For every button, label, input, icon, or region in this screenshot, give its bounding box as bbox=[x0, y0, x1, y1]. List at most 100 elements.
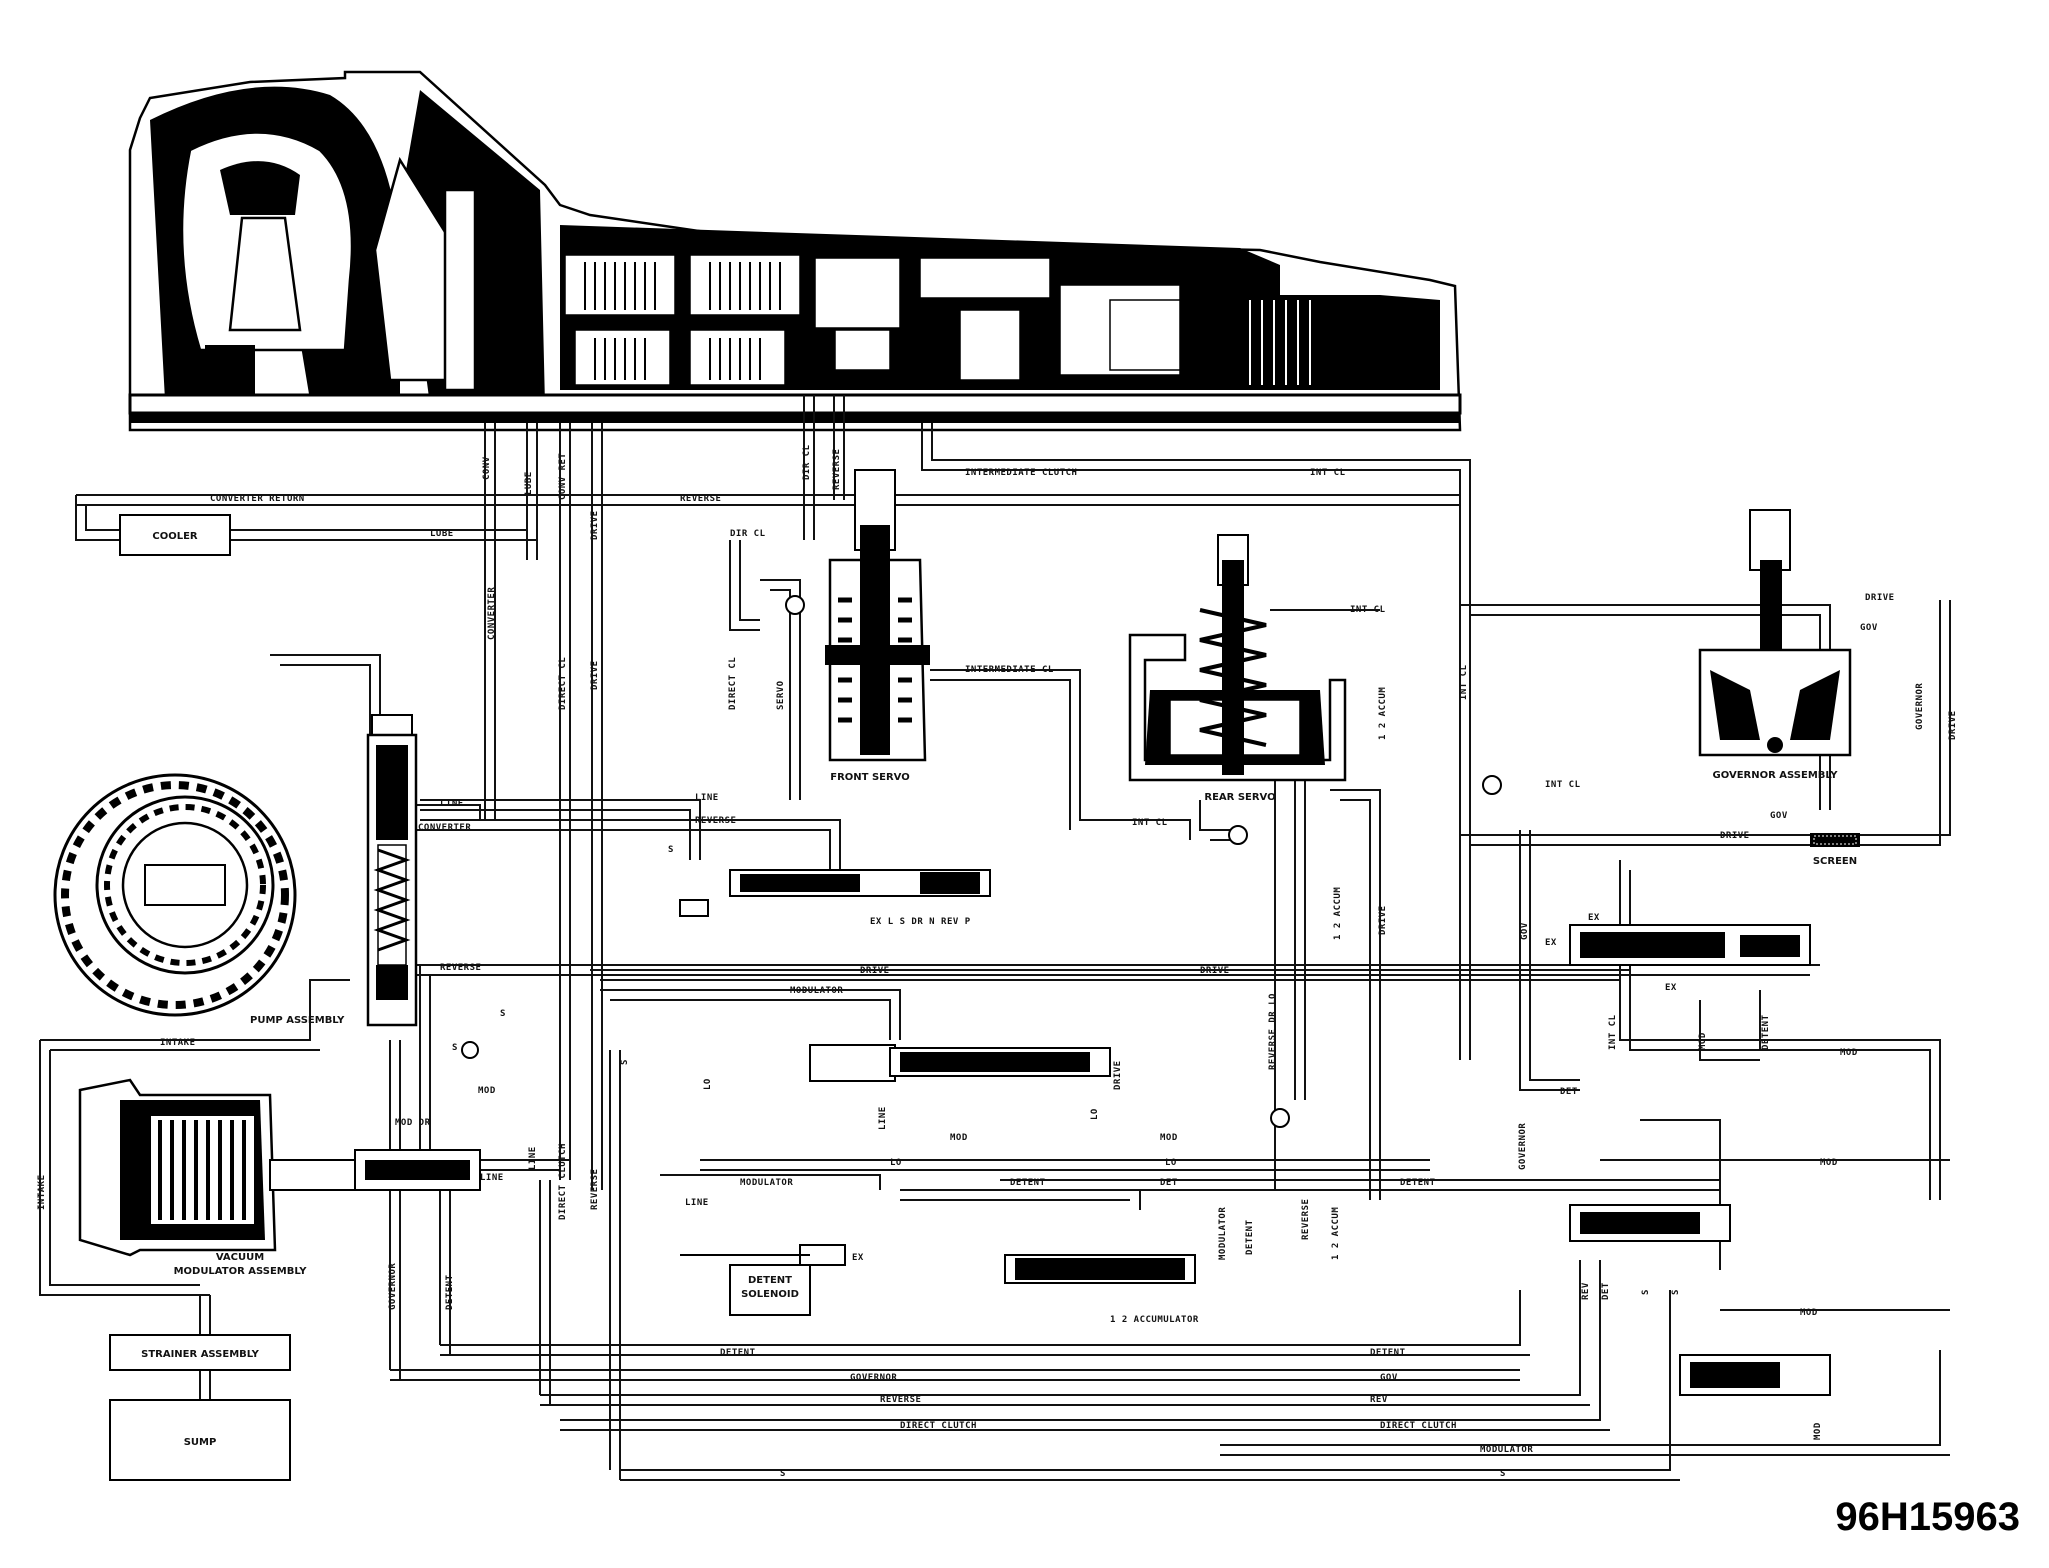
label-s-3: S bbox=[668, 845, 674, 855]
rear-servo-label: REAR SERVO bbox=[1204, 792, 1275, 803]
label-direct-clutch-bus-right: DIRECT CLUTCH bbox=[1380, 1421, 1457, 1431]
label-reverse-top: REVERSE bbox=[680, 494, 721, 504]
label-lube: LUBE bbox=[430, 529, 454, 539]
sump-label: SUMP bbox=[184, 1437, 217, 1448]
label-lo-center: LO bbox=[890, 1158, 902, 1168]
label-ex-right: EX bbox=[1545, 938, 1557, 948]
label-direct-cl-v1: DIRECT CL bbox=[558, 657, 568, 710]
strainer-assembly: STRAINER ASSEMBLY bbox=[109, 1334, 291, 1371]
label-mod-v2: MOD bbox=[1813, 1422, 1823, 1440]
label-detent-right: DETENT bbox=[1400, 1178, 1436, 1188]
line-labels: CONVERTER RETURN LUBE REVERSE INTERMEDIA… bbox=[160, 468, 1895, 1479]
label-reverse-v3: REVERSE bbox=[1301, 1199, 1311, 1240]
center-valve-2 bbox=[1004, 1254, 1196, 1284]
label-rev-v: REV bbox=[1581, 1282, 1591, 1300]
label-drive-v-right: DRIVE bbox=[1948, 710, 1958, 740]
label-drive-v3: DRIVE bbox=[1378, 905, 1388, 935]
label-mod-center2: MOD bbox=[1160, 1133, 1178, 1143]
label-conv: CONV bbox=[482, 456, 492, 480]
manual-valve-positions: EX L S DR N REV P bbox=[870, 917, 971, 927]
transmission-cross-section bbox=[128, 70, 1462, 432]
check-balls bbox=[461, 595, 1502, 1128]
label-mod-right-top: MOD bbox=[1840, 1048, 1858, 1058]
front-servo: FRONT SERVO bbox=[825, 469, 930, 783]
label-line-mid: LINE bbox=[695, 793, 719, 803]
label-converter-return: CONVERTER RETURN bbox=[210, 494, 305, 504]
label-det-right: DET bbox=[1560, 1087, 1578, 1097]
detent-solenoid-label-2: SOLENOID bbox=[741, 1289, 799, 1300]
screen: SCREEN bbox=[1810, 833, 1860, 867]
label-gov-right: GOV bbox=[1770, 811, 1788, 821]
manual-valve: EX L S DR N REV P bbox=[679, 869, 991, 927]
label-mod-v1: MOD bbox=[1698, 1032, 1708, 1050]
label-converter-pump: CONVERTER bbox=[418, 823, 471, 833]
vertical-line-labels: CONV LUBE CONV RET DRIVE DIR CL REVERSE … bbox=[37, 444, 1958, 1440]
label-int-cl-top: INT CL bbox=[1310, 468, 1346, 478]
label-s-2: S bbox=[452, 1043, 458, 1053]
label-servo-v: SERVO bbox=[776, 680, 786, 710]
label-det-v: DET bbox=[1601, 1282, 1611, 1300]
label-modulator-bus: MODULATOR bbox=[1480, 1445, 1533, 1455]
cooler: COOLER bbox=[119, 514, 231, 556]
rear-servo: REAR SERVO bbox=[1128, 534, 1347, 803]
label-gov-bus: GOV bbox=[1380, 1373, 1398, 1383]
label-gov: GOV bbox=[1860, 623, 1878, 633]
label-ex-right2: EX bbox=[1665, 983, 1677, 993]
label-accumulator-12: 1 2 ACCUMULATOR bbox=[1110, 1315, 1199, 1325]
label-governor-bus: GOVERNOR bbox=[850, 1373, 897, 1383]
label-s-v2: S bbox=[1641, 1289, 1651, 1295]
label-det-lower: DET bbox=[1160, 1178, 1178, 1188]
label-direct-clutch-bus: DIRECT CLUTCH bbox=[900, 1421, 977, 1431]
label-gov-v: GOV bbox=[1520, 922, 1530, 940]
detent-solenoid-ex: EX bbox=[852, 1253, 864, 1263]
label-reverse-pump: REVERSE bbox=[440, 963, 481, 973]
label-intermediate-cl: INTERMEDIATE CL bbox=[965, 665, 1054, 675]
label-detent-bus-right: DETENT bbox=[1370, 1348, 1406, 1358]
label-lo-right: LO bbox=[1165, 1158, 1177, 1168]
right-valve-3 bbox=[1679, 1354, 1831, 1396]
label-governor-v2: GOVERNOR bbox=[1518, 1123, 1528, 1170]
label-drive-right: DRIVE bbox=[1720, 831, 1750, 841]
label-reverse-mid: REVERSE bbox=[695, 816, 736, 826]
label-dir-cl-v: DIR CL bbox=[802, 444, 812, 480]
label-converter-v: CONVERTER bbox=[487, 587, 497, 640]
label-reverse-v2: REVERSE bbox=[590, 1169, 600, 1210]
label-modulator-lower: MODULATOR bbox=[740, 1178, 793, 1188]
label-lo-v2: LO bbox=[1090, 1108, 1100, 1120]
label-12-accum-v2: 1 2 ACCUM bbox=[1333, 887, 1343, 940]
label-lube-v: LUBE bbox=[524, 471, 534, 495]
label-int-cl-v2: INT CL bbox=[1608, 1014, 1618, 1050]
strainer-assembly-label: STRAINER ASSEMBLY bbox=[141, 1349, 259, 1360]
detent-solenoid: DETENT SOLENOID EX bbox=[680, 1244, 864, 1316]
label-drive-v1: DRIVE bbox=[590, 510, 600, 540]
label-mod-right: MOD bbox=[1820, 1158, 1838, 1168]
label-mod-lower-right: MOD bbox=[1800, 1308, 1818, 1318]
pump-assembly-label: PUMP ASSEMBLY bbox=[250, 1015, 345, 1026]
label-int-cl-right: INT CL bbox=[1545, 780, 1581, 790]
detent-solenoid-label-1: DETENT bbox=[748, 1275, 792, 1286]
label-s-1: S bbox=[500, 1009, 506, 1019]
label-governor-v1: GOVERNOR bbox=[1915, 683, 1925, 730]
front-servo-label: FRONT SERVO bbox=[830, 772, 910, 783]
label-detent-bus: DETENT bbox=[720, 1348, 756, 1358]
label-s-bus: S bbox=[780, 1469, 786, 1479]
label-conv-ret: CONV RET bbox=[558, 453, 568, 500]
figure-id: 96H15963 bbox=[1835, 1495, 2020, 1539]
label-direct-clutch-v: DIRECT CLUTCH bbox=[558, 1143, 568, 1220]
sump: SUMP bbox=[109, 1399, 291, 1481]
governor-assembly-label: GOVERNOR ASSEMBLY bbox=[1713, 770, 1839, 781]
right-valve-1-ex: EX bbox=[1588, 913, 1600, 923]
label-detent-v2: DETENT bbox=[445, 1274, 455, 1310]
label-direct-cl-v2: DIRECT CL bbox=[728, 657, 738, 710]
label-reverse-bus: REVERSE bbox=[880, 1395, 921, 1405]
governor-assembly: GOVERNOR ASSEMBLY bbox=[1698, 509, 1852, 781]
pump-assembly: PUMP ASSEMBLY bbox=[53, 773, 345, 1026]
label-12-accum-v3: 1 2 ACCUM bbox=[1331, 1207, 1341, 1260]
pressure-regulator-valve bbox=[366, 714, 418, 1027]
label-modulator-v: MODULATOR bbox=[1218, 1207, 1228, 1260]
label-drive-v4: DRIVE bbox=[1113, 1060, 1123, 1090]
label-line-pump: LINE bbox=[440, 799, 464, 809]
label-drive-gov: DRIVE bbox=[1865, 593, 1895, 603]
right-valve-2 bbox=[1569, 1204, 1731, 1242]
label-detent-v1: DETENT bbox=[1761, 1014, 1771, 1050]
